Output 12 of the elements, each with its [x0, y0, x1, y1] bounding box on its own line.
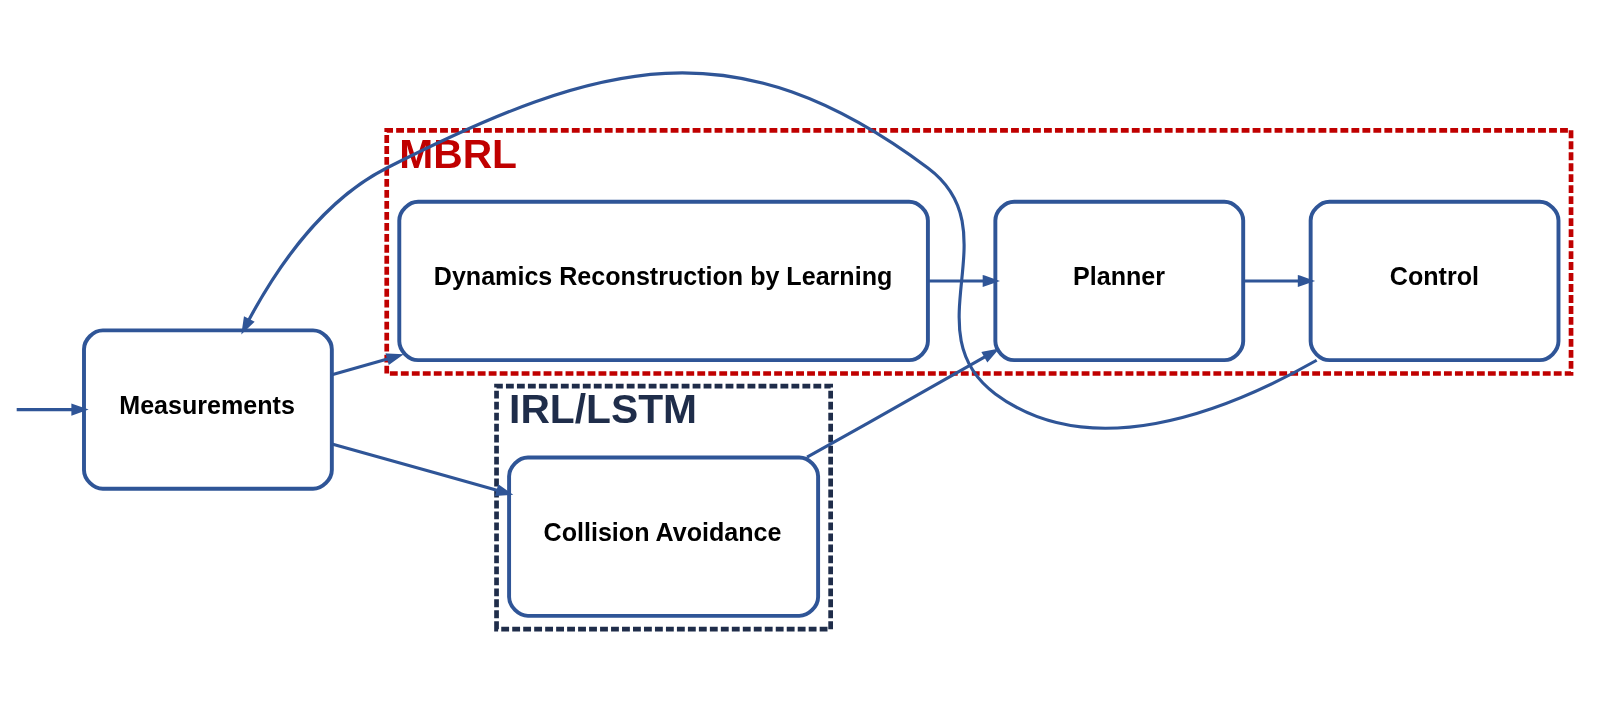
node-box: Measurements [82, 328, 334, 491]
node-box: Planner [993, 199, 1246, 363]
node-box: Collision Avoidance [507, 455, 821, 618]
node-box: Control [1308, 199, 1561, 363]
arrow [928, 274, 1000, 287]
arrow [331, 442, 514, 496]
node-box: Dynamics Reconstruction by Learning [397, 199, 930, 363]
arrow [806, 348, 1000, 459]
arrow [1243, 274, 1316, 287]
arrow [16, 403, 89, 416]
arrow [241, 71, 1318, 430]
arrow [331, 353, 404, 377]
